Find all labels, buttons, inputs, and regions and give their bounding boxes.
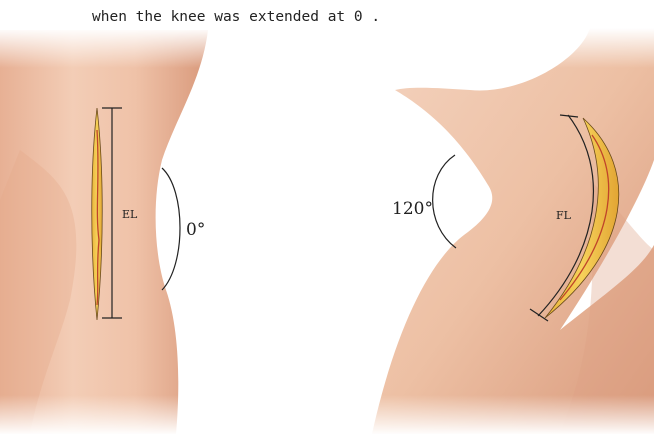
flexed-knee-panel bbox=[360, 28, 654, 434]
flexed-angle-arc bbox=[433, 155, 456, 248]
extended-angle-label: 0° bbox=[186, 220, 205, 240]
extended-length-label: EL bbox=[122, 208, 138, 221]
flexed-length-label: FL bbox=[556, 209, 572, 222]
flexed-angle-label: 120° bbox=[392, 199, 433, 219]
extended-knee-panel bbox=[0, 28, 260, 434]
extended-angle-arc bbox=[162, 168, 180, 290]
